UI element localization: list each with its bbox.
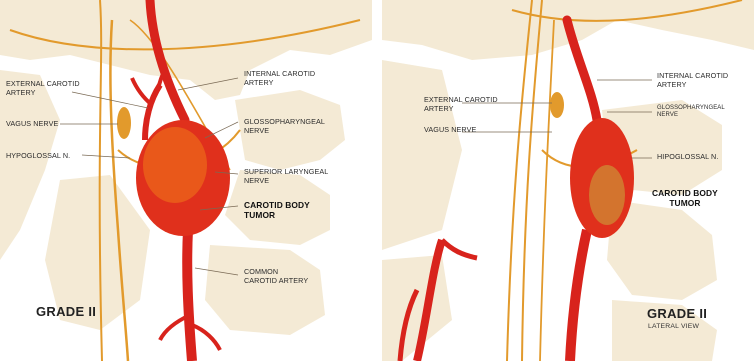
right-tumor-highlight [589,165,625,225]
label-hypoglossal-nerve: HYPOGLOSSAL N. [6,152,70,161]
right-nerve-3 [540,20,554,361]
right-label-glossopharyngeal-nerve: GLOSSOPHARYNGEAL NERVE [657,105,725,119]
label-common-carotid-artery: COMMON CAROTID ARTERY [244,268,308,285]
right-common-carotid [570,230,587,361]
grade-title-right: GRADE II [647,306,707,321]
left-illustration-panel: EXTERNAL CAROTID ARTERY VAGUS NERVE HYPO… [0,0,372,361]
right-soft-shape-left [382,60,462,250]
right-vagus-ganglion [550,92,564,118]
label-vagus-nerve: VAGUS NERVE [6,120,58,129]
label-internal-carotid-artery: INTERNAL CAROTID ARTERY [244,70,315,87]
right-label-carotid-body-tumor: CAROTID BODY TUMOR [652,188,718,208]
label-carotid-body-tumor: CAROTID BODY TUMOR [244,200,310,220]
common-carotid-artery-path [187,230,192,361]
right-illustration-panel: EXTERNAL CAROTID ARTERY VAGUS NERVE INTE… [382,0,754,361]
label-superior-laryngeal-nerve: SUPERIOR LARYNGEAL NERVE [244,168,328,185]
tumor-highlight [143,127,207,203]
label-glossopharyngeal-nerve: GLOSSOPHARYNGEAL NERVE [244,118,325,135]
external-carotid-branch-1 [132,78,152,105]
vagus-ganglion [117,107,131,139]
common-carotid-branch-2 [192,325,220,350]
right-label-internal-carotid-artery: INTERNAL CAROTID ARTERY [657,72,728,89]
right-label-external-carotid-artery: EXTERNAL CAROTID ARTERY [424,96,498,113]
right-left-artery-3 [442,240,477,258]
right-label-vagus-nerve: VAGUS NERVE [424,126,476,135]
grade-title-left: GRADE II [36,304,96,319]
right-label-hypoglossal-nerve: HIPOGLOSSAL N. [657,153,718,162]
grade-subtitle-lateral-view: LATERAL VIEW [648,323,699,330]
vertebra-shape-lower [205,245,325,335]
label-external-carotid-artery: EXTERNAL CAROTID ARTERY [6,80,80,97]
